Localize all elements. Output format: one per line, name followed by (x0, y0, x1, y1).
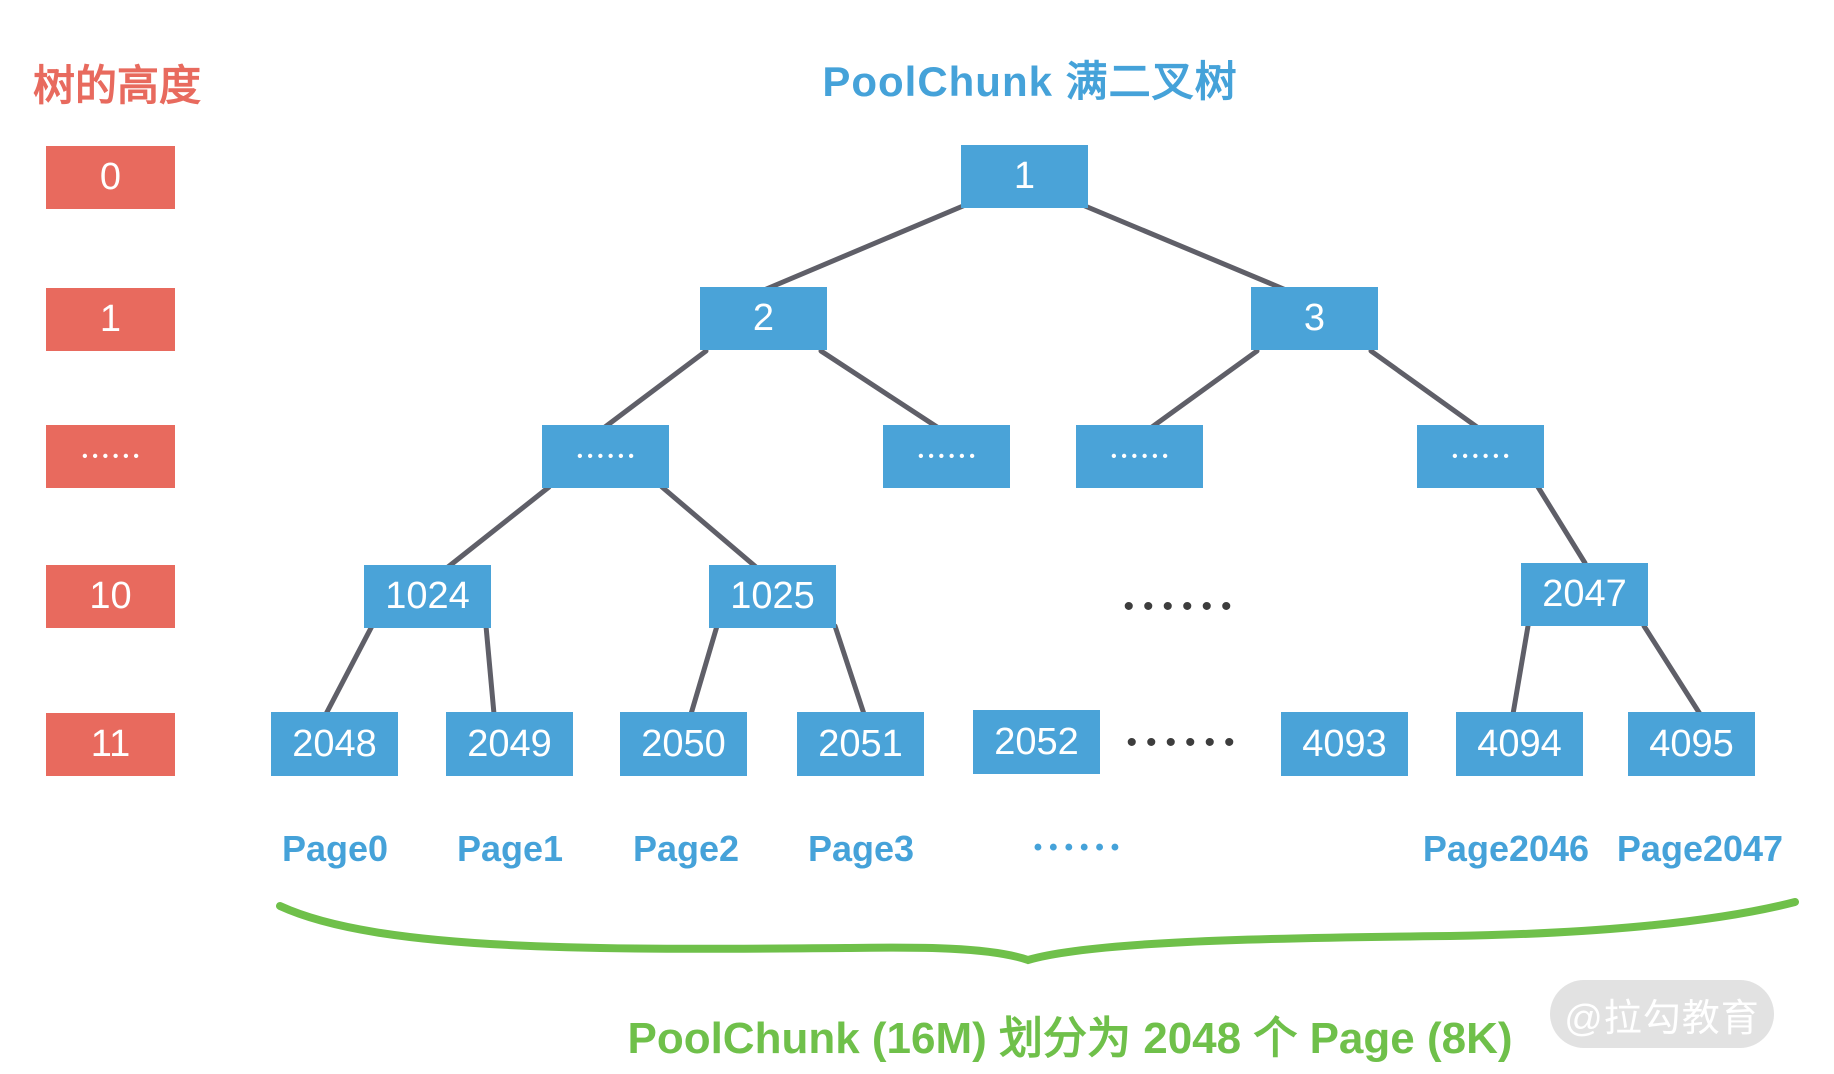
tree-node-2049: 2049 (446, 712, 573, 776)
tree-node-2: 2 (700, 287, 827, 350)
page-label-1: Page1 (456, 828, 564, 869)
tree-node-4093: 4093 (1281, 712, 1408, 776)
page-label-0: Page0 (281, 828, 389, 869)
height-box-ellipsis: •••••• (46, 425, 175, 488)
watermark-badge: @拉勾教育 (1550, 980, 1774, 1048)
tree-node-ellipsis-a: •••••• (542, 425, 669, 488)
tree-edge (1149, 348, 1260, 430)
level10-ellipsis-dots: •••••• (1123, 590, 1241, 623)
page-ellipsis-dots: •••••• (1033, 834, 1127, 861)
tree-node-2047: 2047 (1521, 563, 1648, 626)
height-box-11: 11 (46, 713, 175, 776)
tree-edge (483, 623, 497, 717)
tree-node-3: 3 (1251, 287, 1378, 350)
tree-edge (761, 203, 966, 293)
page-label-2: Page2 (632, 828, 740, 869)
height-box-1: 1 (46, 288, 175, 351)
tree-height-heading: 树的高度 (33, 62, 202, 109)
tree-node-2052: 2052 (973, 710, 1100, 774)
tree-edge (1535, 484, 1588, 566)
tree-edge (688, 623, 720, 717)
tree-node-ellipsis-b: •••••• (883, 425, 1010, 488)
tree-edge (1641, 623, 1703, 717)
tree-edge (1368, 348, 1480, 430)
tree-node-2050: 2050 (620, 712, 747, 776)
tree-edge (323, 623, 375, 717)
brace-curve (276, 898, 1799, 965)
height-box-0: 0 (46, 146, 175, 209)
page-label-2046: Page2046 (1422, 828, 1590, 869)
chunk-caption: PoolChunk (16M) 划分为 2048 个 Page (8K) (627, 1014, 1513, 1063)
tree-node-2051: 2051 (797, 712, 924, 776)
watermark-text: @拉勾教育 (1564, 997, 1760, 1040)
page-label-2047: Page2047 (1616, 828, 1784, 869)
tree-edge (1082, 203, 1289, 293)
tree-edges (323, 203, 1703, 717)
tree-node-4095: 4095 (1628, 712, 1755, 776)
page-label-3: Page3 (807, 828, 915, 869)
tree-node-1: 1 (961, 145, 1088, 208)
tree-node-4094: 4094 (1456, 712, 1583, 776)
tree-edge (445, 484, 552, 570)
tree-node-ellipsis-d: •••••• (1417, 425, 1544, 488)
tree-edge (818, 348, 940, 430)
height-box-10: 10 (46, 565, 175, 628)
tree-edge (832, 623, 867, 717)
tree-edge (602, 348, 709, 430)
tree-node-ellipsis-c: •••••• (1076, 425, 1203, 488)
tree-node-1025: 1025 (709, 565, 836, 628)
level11-ellipsis-dots: •••••• (1126, 726, 1244, 759)
tree-edge (659, 484, 759, 570)
diagram-title: PoolChunk 满二叉树 (822, 58, 1238, 105)
tree-node-2048: 2048 (271, 712, 398, 776)
tree-edge (1510, 623, 1531, 717)
tree-node-1024: 1024 (364, 565, 491, 628)
